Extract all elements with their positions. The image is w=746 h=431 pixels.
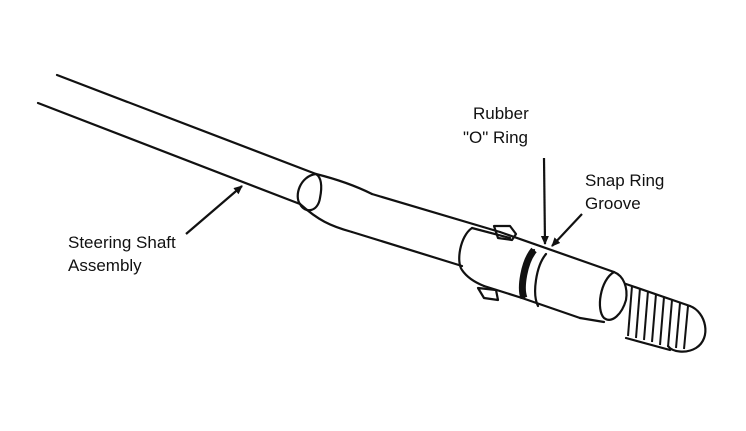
lower-body-edge [520, 296, 582, 320]
leader-o-ring [540, 157, 549, 245]
spline-teeth [627, 285, 689, 350]
steering-shaft-label-line2: Assembly [68, 256, 142, 275]
snap-ring-groove-label-line1: Snap Ring [585, 171, 665, 190]
collar-edge [458, 226, 486, 288]
spline-top [624, 282, 692, 308]
step-bottom [578, 316, 606, 324]
rubber-o-ring-label-line1: Rubber [473, 104, 529, 123]
step-ellipse [598, 270, 628, 321]
steering-shaft-label-line1: Steering Shaft [68, 233, 176, 252]
taper-bottom-edge [350, 230, 464, 268]
leader-snap-ring [551, 213, 583, 247]
collar-bottom [482, 284, 524, 300]
taper-top [314, 172, 374, 196]
leader-steering-shaft [185, 185, 243, 235]
rubber-o-ring-label-line2: "O" Ring [463, 128, 528, 147]
snap-ring-groove-label-line2: Groove [585, 194, 641, 213]
spline-end [666, 304, 707, 353]
taper-bottom [298, 202, 354, 234]
o-ring-band [518, 247, 537, 300]
taper-top-edge [370, 192, 502, 234]
spline-bottom [624, 336, 672, 352]
snap-groove-edge [534, 252, 548, 308]
upper-body-edge [498, 230, 616, 274]
taper-ellipse [296, 172, 323, 212]
shaft-top-edge [55, 73, 318, 176]
lower-tab [476, 286, 500, 302]
collar-top [470, 226, 512, 240]
shaft-bottom-edge [36, 101, 302, 206]
